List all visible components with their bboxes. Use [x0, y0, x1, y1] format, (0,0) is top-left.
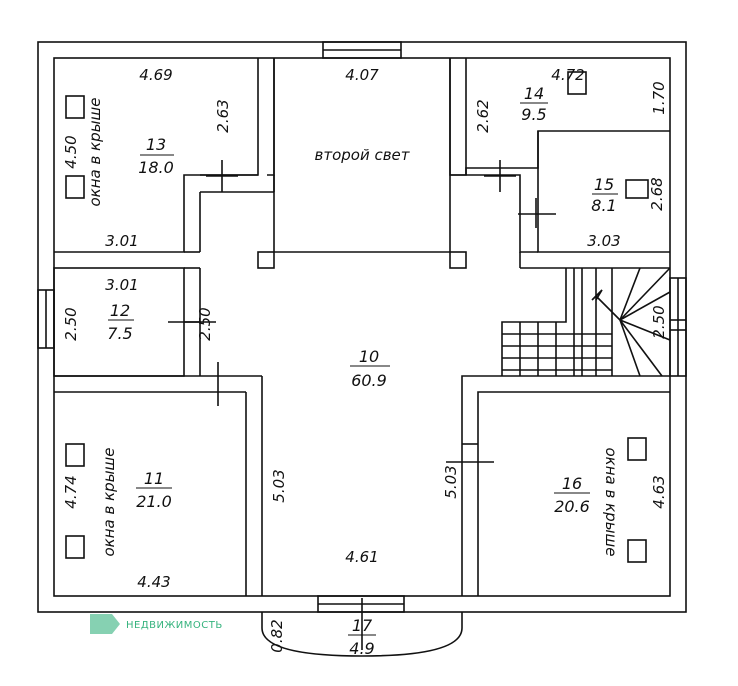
room-area: 9.5: [521, 105, 546, 124]
room-area: 21.0: [136, 492, 172, 511]
room-number: 15: [594, 175, 614, 194]
roof-windows-label-16: окна в крыше: [602, 448, 620, 557]
staircase: [501, 267, 671, 377]
dimension-label: 2.50: [196, 307, 214, 340]
watermark-logo-icon: [90, 614, 120, 634]
dimension-label: 2.63: [214, 99, 232, 132]
dimension-label: 3.01: [105, 232, 138, 250]
room-number: 11: [144, 469, 164, 488]
roof-window: [65, 175, 85, 199]
room-area: 60.9: [351, 371, 387, 390]
dimension-label: 1.70: [650, 81, 668, 114]
room-15-label: 15 8.1: [591, 175, 618, 215]
room-number: 14: [524, 84, 544, 103]
room-number: 16: [562, 474, 582, 493]
room-number: 12: [110, 301, 130, 320]
room-area: 7.5: [107, 324, 132, 343]
roof-window: [567, 71, 587, 95]
roof-window: [625, 179, 649, 199]
dimension-label: 2.68: [648, 177, 666, 210]
roof-window: [65, 95, 85, 119]
dimension-label: 4.50: [62, 135, 80, 168]
room-labels: 13 18.0 14 9.5 15 8.1 12 7.5 10 60.9 11 …: [107, 84, 618, 658]
room-number: 13: [146, 135, 166, 154]
room-area: 20.6: [554, 497, 590, 516]
second-light-label: второй свет: [314, 146, 410, 164]
balcony: [261, 612, 463, 657]
dimension-label: 5.03: [270, 469, 288, 502]
dimension-label: 2.50: [650, 305, 668, 338]
outer-wall: [37, 41, 687, 613]
dimension-label: 2.62: [474, 99, 492, 132]
room-14-label: 14 9.5: [520, 84, 548, 124]
dimension-label: 4.43: [137, 573, 170, 591]
wall-room13: [54, 58, 259, 253]
dimension-label: 4.69: [139, 66, 172, 84]
room-10-label: 10 60.9: [350, 347, 390, 390]
room-11-label: 11 21.0: [136, 469, 172, 511]
dimensions: 4.69 2.63 4.50 3.01 4.07 4.72 1.70 2.62 …: [62, 66, 668, 653]
dimension-label: 5.03: [442, 465, 460, 498]
dimension-label: 4.72: [551, 66, 584, 84]
roof-window: [627, 539, 647, 563]
room-area: 4.9: [349, 639, 374, 658]
room-number: 10: [359, 347, 379, 366]
dimension-label: 2.50: [62, 307, 80, 340]
wall-room16: [461, 375, 670, 596]
dimension-label: 4.61: [345, 548, 378, 566]
room-area: 8.1: [591, 196, 616, 215]
roof-windows-label-11: окна в крыше: [100, 448, 118, 557]
dimension-label: 3.01: [105, 276, 138, 294]
room-12-label: 12 7.5: [107, 301, 134, 343]
wall-room14: [449, 58, 467, 176]
room-area: 18.0: [138, 158, 174, 177]
room-number: 17: [352, 616, 373, 635]
dimension-label: 4.74: [62, 475, 80, 508]
room-17-label: 17 4.9: [348, 616, 376, 658]
dimension-label: 4.63: [650, 475, 668, 508]
room-16-label: 16 20.6: [554, 474, 590, 516]
roof-windows-label-13: окна в крыше: [86, 98, 104, 207]
roof-window: [627, 437, 647, 461]
room-13-label: 13 18.0: [138, 135, 174, 177]
watermark: НЕДВИЖИМОСТЬ: [90, 614, 223, 634]
roof-window: [65, 535, 85, 559]
dimension-label: 4.07: [345, 66, 379, 84]
dimension-label: 0.82: [268, 619, 286, 652]
roof-window: [65, 443, 85, 467]
watermark-text: НЕДВИЖИМОСТЬ: [126, 620, 223, 631]
dimension-label: 3.03: [587, 232, 620, 250]
